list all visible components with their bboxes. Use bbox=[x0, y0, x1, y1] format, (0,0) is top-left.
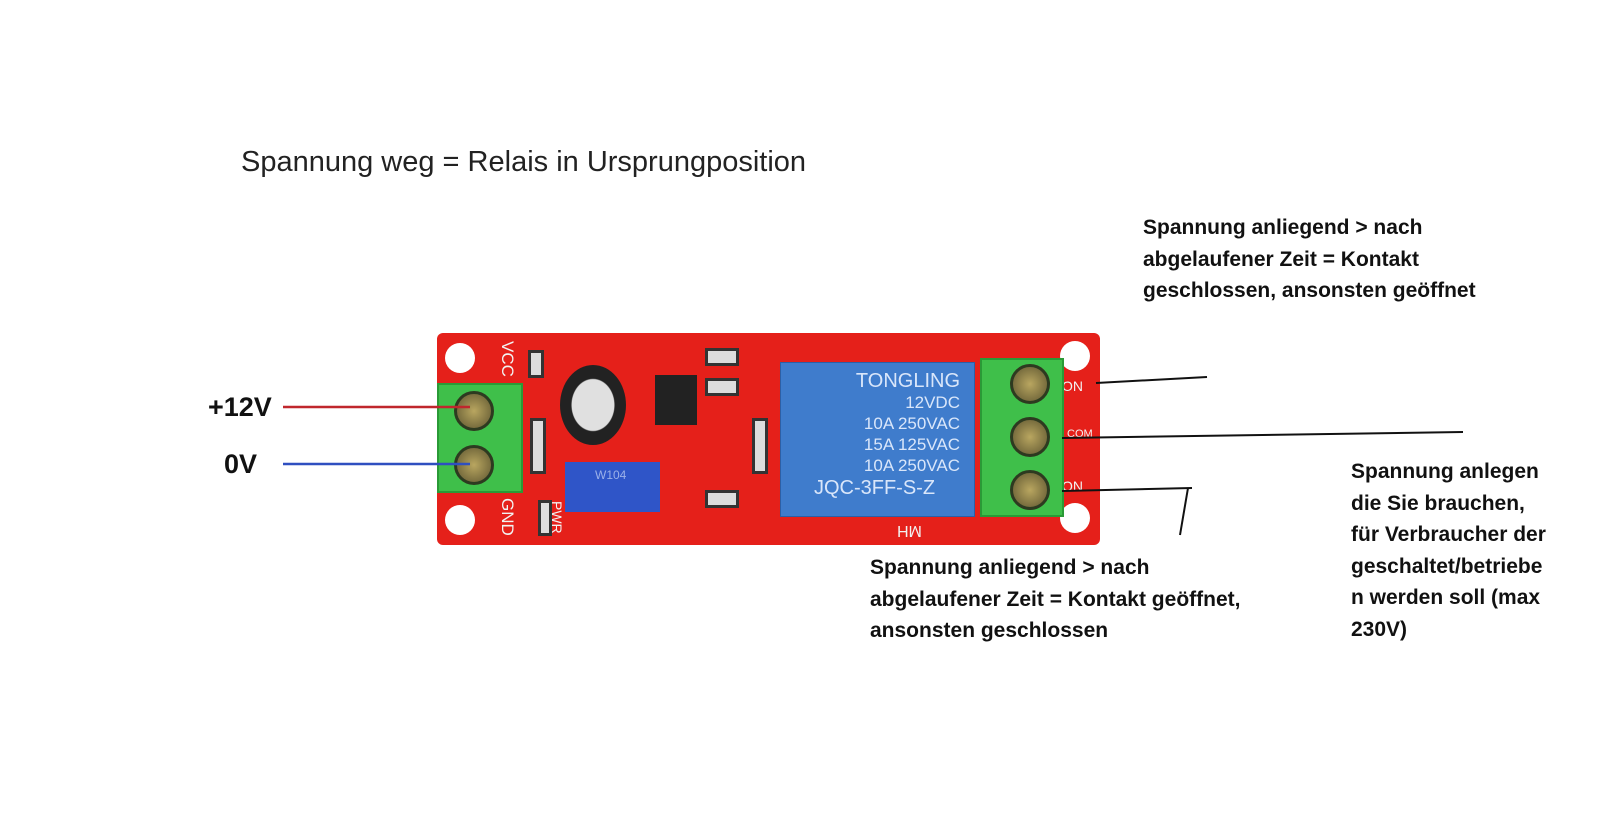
leader-line-bottom-drop bbox=[1179, 487, 1189, 536]
smd-component bbox=[705, 490, 739, 508]
relay-voltage: 12VDC bbox=[905, 393, 960, 412]
note-right: Spannung anlegen die Sie brauchen, für V… bbox=[1351, 460, 1546, 641]
mount-hole bbox=[1060, 341, 1090, 371]
relay-rating-1: 10A 250VAC bbox=[863, 414, 960, 433]
capacitor bbox=[560, 365, 626, 445]
screw-out-top bbox=[1010, 364, 1050, 404]
leader-line-com bbox=[1061, 431, 1464, 439]
leader-line-bottom bbox=[1061, 487, 1193, 492]
relay: TONGLING 12VDC 10A 250VAC 15A 125VAC 10A… bbox=[780, 362, 975, 517]
potentiometer: W104 bbox=[565, 462, 660, 512]
smd-resistor bbox=[528, 350, 544, 378]
pot-label: W104 bbox=[595, 468, 627, 482]
screw-vcc bbox=[454, 391, 494, 431]
output-label-top: ON bbox=[1062, 378, 1083, 394]
mount-hole bbox=[445, 343, 475, 373]
smd-led bbox=[705, 348, 739, 366]
note-top-right: Spannung anliegend > nach abgelaufener Z… bbox=[1143, 216, 1476, 302]
pwr-led bbox=[538, 500, 552, 536]
leader-line-top bbox=[1095, 376, 1208, 384]
plus-12v-label: +12V bbox=[208, 392, 272, 422]
relay-model: JQC-3FF-S-Z bbox=[813, 477, 936, 499]
zero-volt-label: 0V bbox=[224, 449, 258, 479]
relay-brand: TONGLING bbox=[855, 370, 960, 392]
relay-rating-3: 10A 250VAC bbox=[863, 456, 960, 475]
diode bbox=[752, 418, 768, 474]
screw-com bbox=[1010, 417, 1050, 457]
diagram-title: Spannung weg = Relais in Ursprungpositio… bbox=[241, 146, 807, 178]
screw-out-bottom bbox=[1010, 470, 1050, 510]
smd-component bbox=[705, 378, 739, 396]
diode bbox=[530, 418, 546, 474]
mount-hole bbox=[445, 505, 475, 535]
relay-rating-2: 15A 125VAC bbox=[863, 435, 960, 454]
mount-hole bbox=[1060, 503, 1090, 533]
note-bottom: Spannung anliegend > nach abgelaufener Z… bbox=[870, 556, 1241, 642]
timer-ic bbox=[655, 375, 697, 425]
